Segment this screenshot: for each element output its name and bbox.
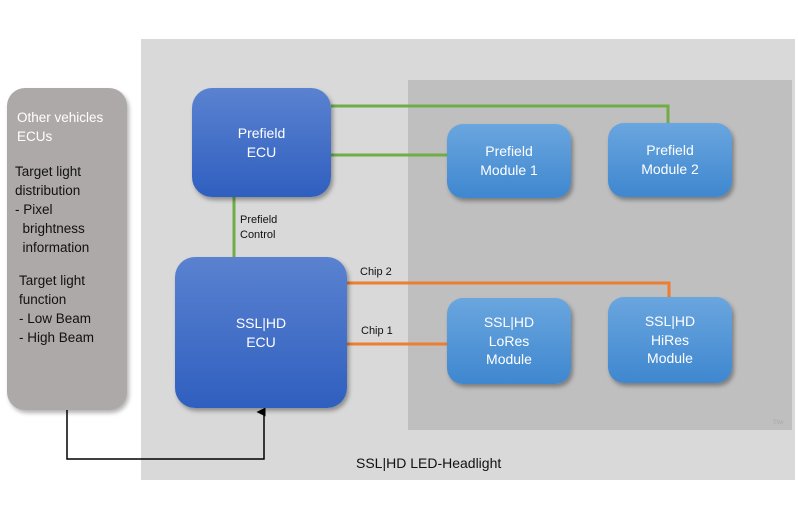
- prefield-link-module-2: [331, 104, 670, 128]
- prefield-ecu-line-1: Prefield: [237, 124, 286, 141]
- distribution-line-3: - Pixel: [15, 202, 53, 217]
- prefield-module-1-line-2: Module 1: [480, 162, 538, 178]
- sslhd-ecu-line-1: SSL|HD: [235, 314, 287, 331]
- prefield-control-label-1: Prefield: [240, 214, 278, 226]
- function-line-2: function: [19, 292, 67, 307]
- prefield-module-1: Prefield Module 1: [447, 124, 571, 198]
- lores-module-line-2: LoRes: [488, 332, 530, 349]
- function-line-4: - High Beam: [19, 330, 95, 345]
- chip2-label: Chip 2: [360, 266, 392, 278]
- prefield-module-1-line-1: Prefield: [485, 143, 533, 160]
- lores-module-line-1: SSL|HD: [483, 313, 535, 330]
- other-vehicle-ecus-box: Other vehicles ECUs Target light distrib…: [7, 88, 127, 410]
- vehicle-signal-link: [66, 407, 266, 460]
- sslhd-lores-module: SSL|HD LoRes Module: [447, 298, 571, 384]
- headlight-caption: SSL|HD LED-Headlight: [356, 455, 502, 471]
- chip1-label: Chip 1: [361, 325, 393, 337]
- prefield-control-label-2: Control: [240, 229, 276, 241]
- hires-module-line-1: SSL|HD: [644, 312, 696, 329]
- other-ecus-title-2: ECUs: [17, 129, 53, 144]
- prefield-module-2: Prefield Module 2: [608, 123, 732, 197]
- chip2-link: [347, 281, 671, 298]
- other-ecus-title-1: Other vehicles: [17, 110, 104, 125]
- distribution-line-4: brightness: [15, 221, 85, 236]
- prefield-module-2-line-1: Prefield: [646, 142, 694, 159]
- distribution-line-5: information: [15, 240, 90, 255]
- copyright-mark: ©tw: [773, 420, 784, 426]
- lores-module-line-3: Module: [486, 351, 532, 368]
- function-line-3: - Low Beam: [19, 311, 92, 326]
- sslhd-hires-module: SSL|HD HiRes Module: [608, 297, 732, 383]
- distribution-line-1: Target light: [15, 164, 82, 179]
- prefield-ecu: Prefield ECU: [192, 88, 331, 197]
- prefield-ecu-line-2: ECU: [246, 143, 277, 160]
- prefield-module-2-line-2: Module 2: [641, 161, 699, 177]
- hires-module-line-2: HiRes: [650, 331, 690, 348]
- sslhd-ecu: SSL|HD ECU: [175, 257, 347, 408]
- function-line-1: Target light: [19, 273, 86, 288]
- sslhd-ecu-line-2: ECU: [246, 333, 276, 350]
- distribution-line-2: distribution: [15, 183, 81, 198]
- hires-module-line-3: Module: [647, 350, 693, 367]
